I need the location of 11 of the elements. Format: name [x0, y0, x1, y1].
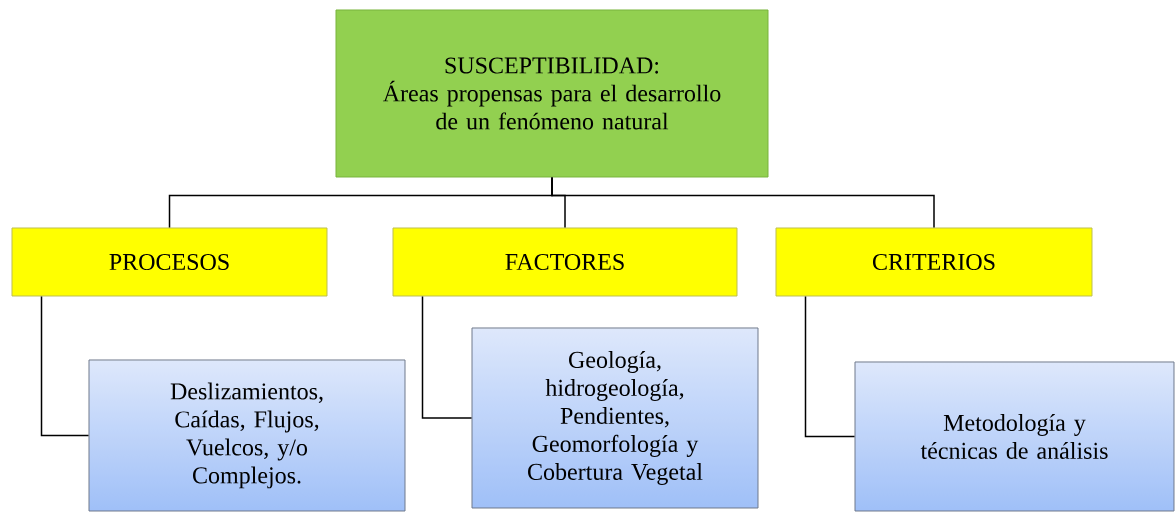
detail-box: Deslizamientos, Caídas, Flujos, Vuelcos, y/o Complejos. — [88, 359, 406, 512]
category-box: FACTORES — [392, 227, 738, 297]
connector-line — [40, 295, 90, 437]
category-box: PROCESOS — [11, 227, 328, 297]
category-box: CRITERIOS — [775, 227, 1093, 297]
connector-line — [421, 295, 473, 419]
connector-line — [804, 295, 856, 438]
heading-box: SUSCEPTIBILIDAD: Áreas propensas para el desarrollo de un fenómeno natural — [335, 9, 769, 178]
connector-line — [551, 176, 935, 229]
detail-box: Metodología y técnicas de análisis — [854, 361, 1175, 512]
detail-box: Geología, hidrogeología, Pendientes, Geomorfología y Cobertura Vegetal — [471, 327, 759, 509]
